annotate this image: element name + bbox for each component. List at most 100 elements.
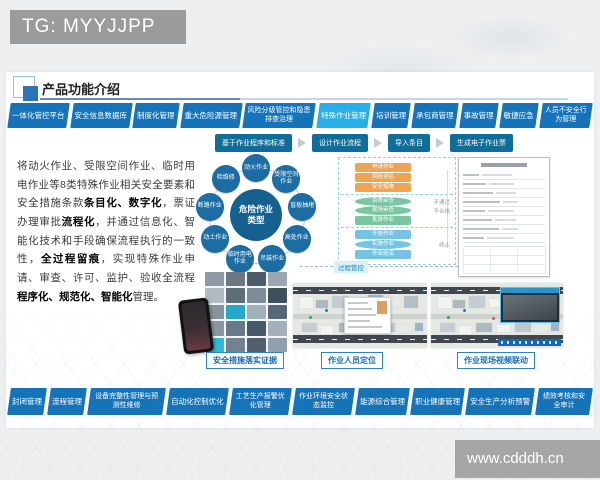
map-building xyxy=(489,298,501,308)
flowchart-row: 风险评估 xyxy=(345,172,449,182)
flowchart-row: 安全措施 xyxy=(345,182,449,192)
worker-dot xyxy=(462,309,466,312)
arrow-right-icon xyxy=(374,138,382,148)
worker-dot xyxy=(325,309,329,312)
map-building xyxy=(475,322,492,333)
flowchart-step: 风险评估 xyxy=(355,172,411,182)
module-tab[interactable]: 人员不安全行为管理 xyxy=(541,103,591,128)
process-flow-row: 基于作业程序和标准设计作业流程导入条目生成电子作业票 xyxy=(215,134,555,152)
flowchart-row: 作业结束 xyxy=(345,249,449,259)
caption-personnel-location: 作业人员定位 xyxy=(321,352,383,369)
road xyxy=(431,335,563,343)
map-building xyxy=(437,297,451,308)
bottom-module-tab-bar: 封闭管理流程管理设备完整性管理与预测性维修自动化控制优化工艺生产报警优化管理作业… xyxy=(9,388,591,415)
worker-info-line xyxy=(347,326,382,329)
flowchart-row: 批准作业 xyxy=(345,216,449,226)
flow-step: 设计作业流程 xyxy=(312,134,368,152)
caption-evidence: 安全措施落实证据 xyxy=(206,352,284,369)
approval-flowchart: 申请作业风险评估安全措施资质审查不通过现场审查不合格批准作业开始作业实施作业终止… xyxy=(338,157,456,265)
header-square-icon-fill xyxy=(23,86,38,101)
video-feed xyxy=(502,294,557,320)
evidence-photo-grid xyxy=(205,272,287,352)
flow-step: 基于作业程序和标准 xyxy=(215,134,292,152)
module-tab[interactable]: 重大危险源管理 xyxy=(182,103,241,128)
intro-paragraph: 将动火作业、受限空间作业、临时用电作业等8类特殊作业相关安全要素和安全措施条款条… xyxy=(17,157,195,307)
map-building xyxy=(458,325,471,334)
module-tab[interactable]: 敏捷应急 xyxy=(501,103,537,128)
flowchart-row: 开始作业 xyxy=(345,230,449,240)
module-tab[interactable]: 风险分级管控和隐患排查治理 xyxy=(244,103,314,128)
document-row xyxy=(463,189,545,198)
module-tab[interactable]: 职业健康管理 xyxy=(412,388,463,415)
map-building xyxy=(299,297,314,308)
ring-item: 高处作业 xyxy=(282,224,311,253)
map-building xyxy=(331,296,348,308)
caption-video-linkage: 作业现场视频联动 xyxy=(457,352,535,369)
worker-info-line xyxy=(347,308,372,311)
flowchart-return-line xyxy=(447,170,448,248)
worker-info-line xyxy=(347,320,370,323)
flowchart-branch-label: 不合格 xyxy=(433,209,450,216)
work-types-ring-diagram: 危险作业类型动火作业受限空间作业盲板抽堵高处作业吊装作业临时用电作业动土作业断路… xyxy=(195,147,317,283)
evidence-thumbnail xyxy=(268,288,287,303)
module-tab[interactable]: 工艺生产报警优化管理 xyxy=(231,388,290,415)
site-watermark: www.cdddh.cn xyxy=(455,440,600,478)
evidence-thumbnail xyxy=(205,272,224,287)
flowchart-branch-label: 不通过 xyxy=(433,199,450,206)
module-tab[interactable]: 流程管理 xyxy=(49,388,85,415)
flowchart-row: 申请作业 xyxy=(345,163,449,172)
intro-bold-text: 流程化 xyxy=(61,216,96,229)
ring-center-label: 危险作业类型 xyxy=(230,189,282,241)
flowchart-step: 资质审查 xyxy=(355,196,411,206)
map-building xyxy=(535,324,549,334)
module-tab[interactable]: 一体化管控平台 xyxy=(9,103,68,128)
module-tab[interactable]: 承包商管理 xyxy=(413,103,457,128)
module-tab[interactable]: 安全生产分析预警 xyxy=(467,388,533,415)
map-building xyxy=(497,324,511,333)
flowchart-step: 现场审查 xyxy=(355,206,411,216)
header-square-icon xyxy=(13,76,38,101)
module-tab[interactable]: 封闭管理 xyxy=(9,388,45,415)
document-row xyxy=(463,171,545,180)
worker-info-line xyxy=(347,314,376,317)
module-tab[interactable]: 绩效考核和安全审计 xyxy=(537,388,591,415)
map-building xyxy=(404,296,418,308)
evidence-thumbnail xyxy=(268,321,287,336)
road xyxy=(431,313,563,319)
flowchart-step: 申请作业 xyxy=(355,163,411,172)
ring-item: 受限空间作业 xyxy=(272,164,301,193)
flowchart-step: 开始作业 xyxy=(355,230,411,240)
module-tab[interactable]: 制度化管理 xyxy=(134,103,178,128)
module-tab[interactable]: 作业环境安全状态监控 xyxy=(294,388,353,415)
intro-text: ，实现特殊作业申请、审查、许可、监护、验收全流程 xyxy=(17,253,196,285)
evidence-thumbnail xyxy=(247,321,266,336)
map-building xyxy=(398,324,413,334)
worker-dot xyxy=(491,316,495,320)
flowchart-step: 批准作业 xyxy=(355,216,411,226)
evidence-thumbnail xyxy=(247,304,266,320)
module-tab-active[interactable]: 特殊作业管理 xyxy=(318,103,369,128)
flowchart-separator xyxy=(341,193,453,195)
worker-info-popup xyxy=(343,297,392,335)
module-tab[interactable]: 设备完整性管理与预测性维修 xyxy=(89,388,164,415)
map-building xyxy=(315,299,328,309)
road xyxy=(293,287,427,294)
evidence-thumbnail xyxy=(226,272,245,287)
intro-bold-text: 程序化、规范化、智能化 xyxy=(17,290,133,303)
e-permit-document xyxy=(458,157,550,277)
module-tab[interactable]: 事故管理 xyxy=(461,103,497,128)
worker-dot xyxy=(309,315,313,319)
arrow-right-icon xyxy=(298,138,306,148)
document-row xyxy=(463,180,545,189)
flowchart-step: 实施作业 xyxy=(355,240,411,250)
page-title: 产品功能介绍 xyxy=(42,82,121,97)
smartphone-image xyxy=(177,297,215,355)
ring-item: 临时用电作业 xyxy=(225,245,254,274)
module-tab[interactable]: 培训管理 xyxy=(373,103,409,128)
intro-text: 管理。 xyxy=(132,290,165,303)
module-tab[interactable]: 能源综合管理 xyxy=(357,388,408,415)
module-tab[interactable]: 安全信息数据库 xyxy=(72,103,131,128)
connector-label: 过程管控 xyxy=(334,261,368,273)
worker-dot xyxy=(446,315,450,319)
module-tab[interactable]: 自动化控制优化 xyxy=(168,388,227,415)
